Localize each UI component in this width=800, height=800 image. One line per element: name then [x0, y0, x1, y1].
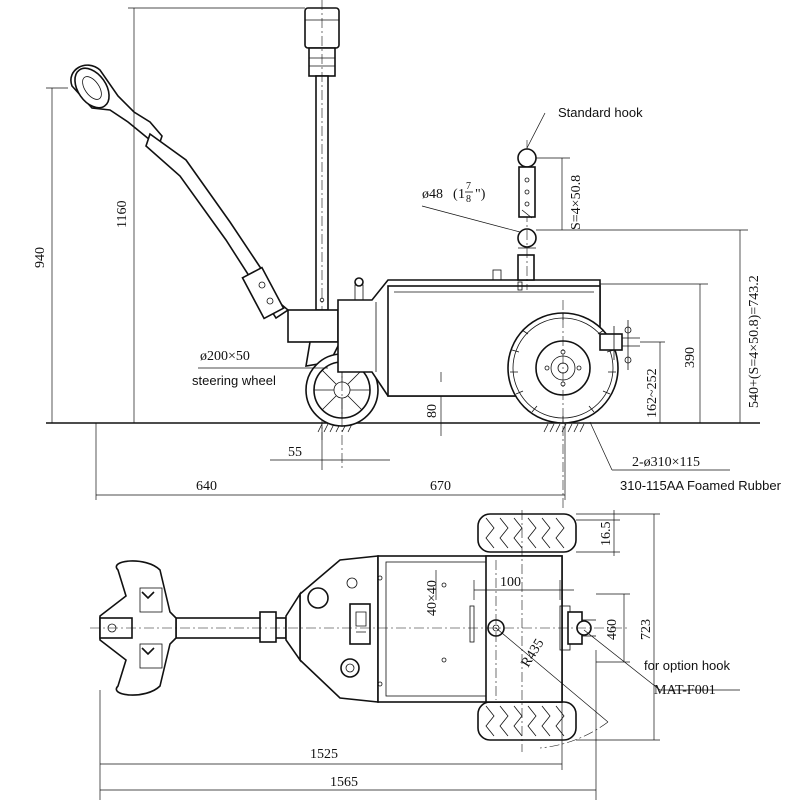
svg-text:(: (	[453, 187, 458, 202]
dim-460: 460	[605, 619, 620, 640]
dim-162-252: 162~252	[645, 368, 660, 418]
ground-hatch-right	[543, 423, 585, 433]
option-hook-side	[599, 320, 640, 370]
top-body	[299, 555, 571, 703]
dim-100: 100	[500, 575, 521, 590]
tiller-handle	[70, 64, 290, 320]
steering-wheel-dimension: ø200×50	[200, 349, 250, 364]
hook-diameter-label: ø48 ( 1 7 8 ")	[422, 181, 486, 205]
dim-940: 940	[33, 247, 48, 268]
dim-16-5: 16.5	[599, 522, 614, 547]
side-view: 940 1160 ø200×50 steering wheel Standard…	[33, 0, 782, 510]
dim-390: 390	[683, 347, 698, 368]
top-center-lines	[90, 510, 630, 752]
dim-1525: 1525	[310, 747, 338, 762]
dim-723: 723	[639, 619, 654, 640]
svg-text:1: 1	[458, 187, 465, 202]
top-dimension-lines	[99, 510, 740, 800]
drive-wheel-type: 310-115AA Foamed Rubber	[620, 478, 782, 493]
dim-80: 80	[425, 404, 440, 418]
top-wheel-lower	[477, 701, 577, 741]
dim-40x40: 40×40	[425, 580, 440, 616]
side-dimension-lines	[46, 7, 748, 500]
option-hook-label: for option hook	[644, 658, 731, 673]
steering-wheel-label: steering wheel	[192, 373, 276, 388]
top-wheel-upper	[477, 513, 577, 553]
svg-text:7: 7	[466, 181, 471, 192]
dim-640: 640	[196, 479, 217, 494]
standard-hook-label: Standard hook	[558, 105, 643, 120]
hook-spacing-dim: S=4×50.8	[569, 175, 584, 230]
option-hook-code: MAT-F001	[654, 683, 716, 698]
dim-1160: 1160	[115, 201, 130, 228]
drive-wheel-dimension: 2-ø310×115	[632, 455, 700, 470]
standard-hook	[517, 148, 537, 168]
warning-lamp	[304, 0, 340, 440]
svg-text:"): ")	[475, 187, 486, 202]
dim-670: 670	[430, 479, 451, 494]
dim-1565: 1565	[330, 775, 358, 790]
dim-55: 55	[288, 445, 302, 460]
hook-assembly	[517, 112, 546, 290]
svg-text:ø48: ø48	[422, 187, 443, 202]
top-view: 16.5 40×40 100 460 723 R435 for option h…	[90, 510, 740, 800]
hook-height-dim: 540+(S=4×50.8)=743.2	[747, 275, 762, 408]
svg-text:8: 8	[466, 194, 471, 205]
drive-wheel	[507, 300, 619, 510]
